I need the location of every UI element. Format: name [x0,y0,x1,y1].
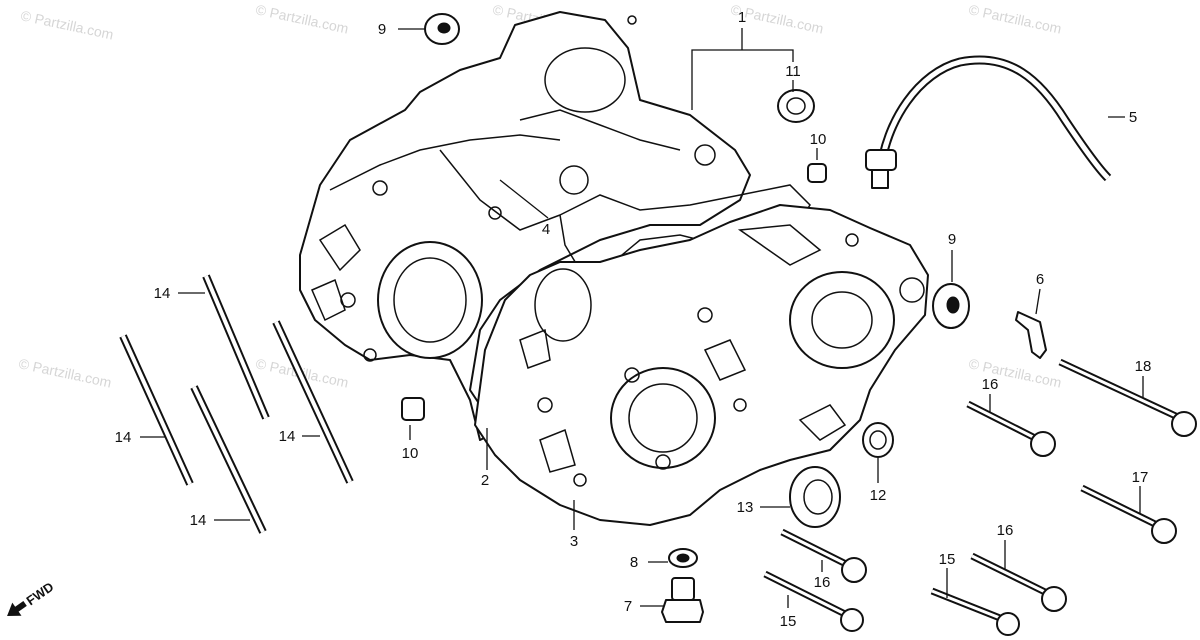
washer-right [932,283,970,329]
flange-bolts [763,358,1197,636]
bolt-16-lower [970,552,1067,612]
watermark: © Partzilla.com [967,1,1063,36]
callout-11: 11 [785,63,801,80]
callout-5: 5 [1129,109,1137,126]
stud-bolt [202,274,270,420]
callout-15: 15 [780,613,797,630]
bolt-15-middle [763,570,864,632]
callout-16: 16 [997,522,1014,539]
bracket [1015,311,1047,359]
fwd-label: FWD [24,579,57,608]
callout-14: 14 [279,428,296,445]
leader-lines [140,28,1144,608]
callout-18: 18 [1135,358,1152,375]
stud-bolt [119,334,194,486]
stud-bolt [190,385,267,534]
fwd-arrow-icon [7,600,27,617]
callout-16: 16 [814,574,831,591]
callout-14: 14 [190,512,207,529]
callout-17: 17 [1132,469,1149,486]
watermark: © Partzilla.com [254,1,350,36]
watermark: © Partzilla.com [17,355,113,390]
drain-washer [668,548,698,568]
callout-16: 16 [982,376,999,393]
oil-seal-small [862,422,894,458]
callout-9: 9 [378,21,386,38]
callout-15: 15 [939,551,956,568]
watermark: © Partzilla.com [19,7,115,42]
drain-bolt [661,577,704,623]
callout-10: 10 [810,131,827,148]
dowel-pin-upper [807,163,827,183]
callout-14: 14 [154,285,171,302]
callout-9: 9 [948,231,956,248]
bolt-17 [1080,484,1177,544]
callout-3: 3 [570,533,578,550]
callout-10: 10 [402,445,419,462]
bolt-18 [1058,358,1197,437]
left-crankcase-half [299,11,751,441]
bearing [777,89,815,123]
callout-14: 14 [115,429,132,446]
bolt-16-upper [966,400,1056,457]
callout-1: 1 [738,9,746,26]
fwd-indicator: FWD [7,579,57,617]
breather-tube [865,55,1112,189]
callout-13: 13 [737,499,754,516]
bolt-16-middle [780,528,867,583]
callout-8: 8 [630,554,638,571]
callout-labels: 1 11 9 10 5 4 9 6 14 18 16 14 14 10 2 12… [115,9,1152,630]
callout-4: 4 [542,221,550,238]
washer-top [424,13,460,45]
dowel-pin-lower [401,397,425,421]
stud-bolt [272,320,354,484]
oil-seal-large [789,466,841,528]
bolt-15-right [930,587,1020,636]
callout-2: 2 [481,472,489,489]
right-crankcase-half [474,204,929,526]
callout-7: 7 [624,598,632,615]
callout-12: 12 [870,487,887,504]
callout-6: 6 [1036,271,1044,288]
stud-bolts [119,274,354,534]
